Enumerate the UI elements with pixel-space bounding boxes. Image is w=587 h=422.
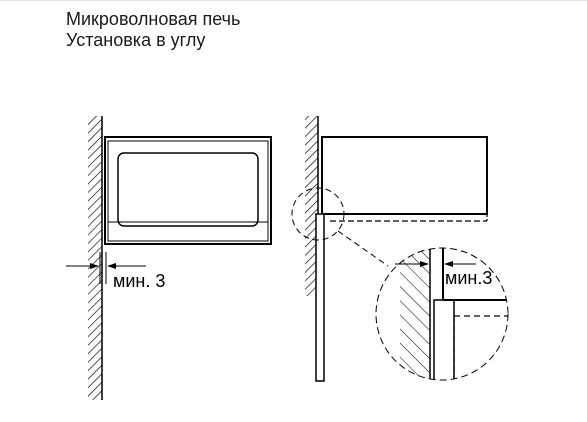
detail-marker-circle [291, 187, 389, 267]
left-wall [88, 116, 103, 400]
title-line-installation: Установка в углу [66, 30, 206, 50]
detail-magnified-view: мин.3 [375, 247, 509, 381]
page-title: Микроволновая печь Установка в углу [66, 9, 240, 51]
title-line-product: Микроволновая печь [66, 9, 241, 29]
cabinet-panel [315, 213, 488, 382]
microwave-front [104, 136, 272, 245]
top-border [0, 0, 587, 1]
right-view: мин.3 [291, 116, 509, 382]
left-min-gap-label: мин. 3 [113, 271, 165, 291]
microwave-side [321, 136, 488, 215]
left-dimension: мин. 3 [66, 252, 165, 291]
right-min-gap-label: мин.3 [445, 268, 492, 288]
left-view: мин. 3 [66, 116, 272, 400]
